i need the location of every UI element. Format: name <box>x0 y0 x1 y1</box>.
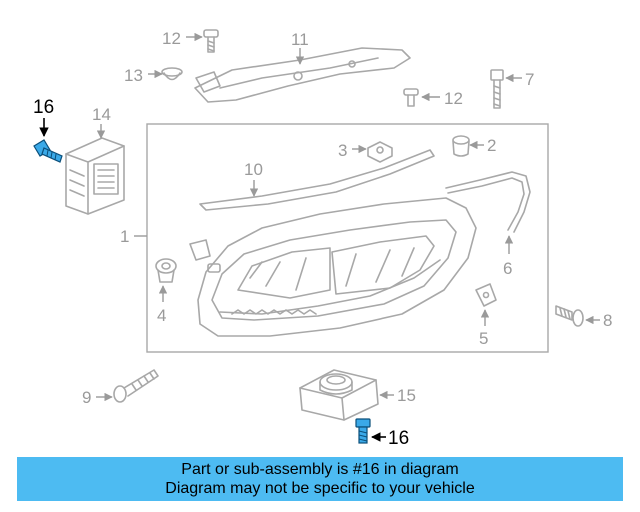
assembly-frame <box>146 123 549 353</box>
callout-2: 2 <box>487 136 496 155</box>
part-12-screw-right[interactable] <box>403 88 419 107</box>
part-9-bolt[interactable] <box>113 369 159 403</box>
callout-12-upper: 12 <box>162 29 181 48</box>
callout-6: 6 <box>503 259 512 278</box>
banner-line-2: Diagram may not be specific to your vehi… <box>165 480 475 497</box>
callout-10: 10 <box>244 160 263 179</box>
callout-15: 15 <box>397 386 416 405</box>
part-11-bracket[interactable] <box>194 47 411 103</box>
part-5-bracket[interactable] <box>475 283 497 307</box>
part-3-clip[interactable] <box>367 141 393 163</box>
part-2-grommet[interactable] <box>452 135 470 157</box>
callout-16-highlighted: 16 <box>33 97 54 118</box>
callout-11: 11 <box>291 30 309 49</box>
banner-line-1: Part or sub-assembly is #16 in diagram <box>181 461 459 478</box>
part-4-grommet[interactable] <box>155 258 177 283</box>
info-banner: Part or sub-assembly is #16 in diagram D… <box>17 457 623 501</box>
callout-9: 9 <box>82 388 91 407</box>
part-13-clip[interactable] <box>161 67 183 81</box>
part-12-screw-upper[interactable] <box>203 29 219 53</box>
part-1-headlamp[interactable] <box>189 197 477 337</box>
part-8-screw[interactable] <box>555 305 584 327</box>
callout-3: 3 <box>338 141 347 160</box>
callout-5: 5 <box>479 329 488 348</box>
part-10-trim-strip[interactable] <box>199 149 435 211</box>
callout-13: 13 <box>124 66 143 85</box>
callout-16-highlighted-lower: 16 <box>388 428 409 449</box>
part-16-bolt-highlighted[interactable] <box>33 139 63 163</box>
callout-12-right: 12 <box>444 89 463 108</box>
part-14-control-module[interactable] <box>65 137 125 215</box>
callout-4: 4 <box>157 306 166 325</box>
part-16-bolt-highlighted-lower[interactable] <box>355 418 371 444</box>
callout-14: 14 <box>92 105 111 124</box>
callout-1: 1 <box>120 227 129 246</box>
part-15-ballast-module[interactable] <box>299 369 379 421</box>
callout-8: 8 <box>603 311 612 330</box>
part-7-bolt[interactable] <box>490 69 504 109</box>
part-6-seal[interactable] <box>445 171 531 233</box>
callout-7: 7 <box>525 70 534 89</box>
